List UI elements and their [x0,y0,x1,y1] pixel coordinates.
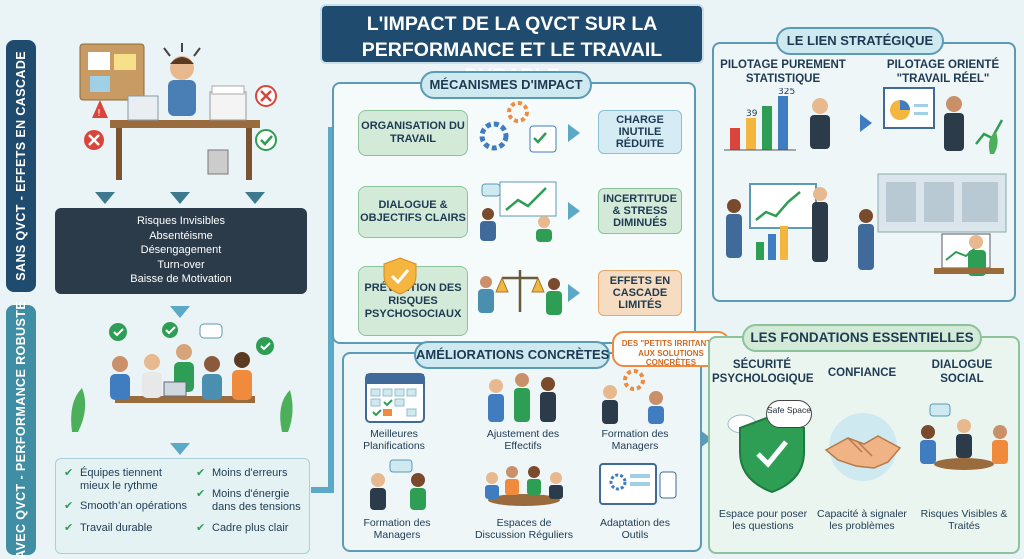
benefit-item: Cadre plus clair [196,522,306,535]
benefit-item: Moins d'erreurs [196,467,306,480]
improvements-header: AMÉLIORATIONS CONCRÈTES [414,341,610,369]
benefit-item: Smooth’an opérations [64,500,194,513]
side-band-top-label: SANS QVCT - EFFETS EN CASCADE [14,51,28,281]
arrow-right [860,114,872,132]
balance-scale-icon [478,270,562,315]
safety-shield-icon [727,414,805,494]
strategic-right-label: PILOTAGE ORIENTÉ "TRAVAIL RÉEL" [886,59,1000,85]
foundations-header: LES FONDATIONS ESSENTIELLES [742,324,982,352]
safe-space-text: Safe Space [767,405,811,415]
gears-process-icon [479,101,557,153]
arrow-down-3 [245,192,265,204]
foundation-heading: DIALOGUE SOCIAL [931,359,993,385]
mechanism-cause: DIALOGUE & OBJECTIFS CLAIRS [358,186,468,238]
mechanism-cause: ORGANISATION DU TRAVAIL [358,110,468,156]
foundation-caption: Espace pour poser les questions [718,508,808,532]
benefits-box: Équipes tiennent mieux le rythme Smooth’… [55,458,310,554]
benefit-item: Moins d'énergie dans des tensions [196,488,308,513]
handshake-icon [824,413,902,481]
dialogue-meeting-icon [480,181,557,242]
arrow-right [568,124,580,142]
side-band-top: SANS QVCT - EFFETS EN CASCADE [6,40,36,292]
social-dialogue-icon [920,403,1008,470]
improvement-label: Formation des Managers [363,517,431,541]
discussion-table-icon [485,466,563,506]
mechanism-cause: PRÉVENTION DES RISQUES PSYCHOSOCIAUX [358,266,468,336]
improvements-callout-text: DES "PETITS IRRITANTS" AUX SOLUTIONS CON… [621,339,721,367]
chart-number: 39 [746,109,758,119]
arrow-right [568,202,580,220]
improvement-label: Formation des Managers [601,428,669,452]
arrow-right [568,284,580,302]
benefit-item: Travail durable [64,522,184,535]
real-work-steering-illustration [883,87,1004,154]
risk-item: Turn-over [157,258,205,271]
field-workshop-illustration [858,173,1007,276]
risk-list-box: Risques Invisibles Absentéisme Désengage… [55,208,307,294]
improvement-label: Espaces de Discussion Réguliers [474,517,574,541]
statistical-steering-illustration: 39 325 [724,88,830,151]
mechanism-effect: EFFETS EN CASCADE LIMITÉS [598,270,682,316]
stressed-worker-illustration: ! [79,43,277,180]
risk-item: Risques Invisibles [136,215,226,227]
chart-number: 325 [778,88,795,97]
side-band-bottom: AVEC QVCT - PERFORMANCE ROBUSTE [6,301,36,559]
svg-text:!: ! [97,108,101,119]
mechanism-effect: INCERTITUDE & STRESS DIMINUÉS [598,188,682,234]
risk-item: Absentéisme [149,229,213,242]
page-title-line1: L'IMPACT DE LA QVCT SUR LA [366,13,658,35]
coaching-icon [370,459,426,510]
risk-item: Baisse de Motivation [130,273,232,285]
strategic-header: LE LIEN STRATÉGIQUE [776,27,944,55]
foundation-heading: SÉCURITÉ PSYCHOLOGIQUE [712,359,814,385]
side-band-bottom-label: AVEC QVCT - PERFORMANCE ROBUSTE [14,301,28,559]
safe-space-bubble: Safe Space [766,400,812,428]
team-collaboration-illustration [71,322,293,432]
tools-screen-icon [599,463,677,505]
foundation-caption: Capacité à signaler les problèmes [817,508,907,532]
mechanism-effect: CHARGE INUTILE RÉDUITE [598,110,682,154]
risk-item: Désengagement [140,244,222,256]
manager-training-icon [602,369,664,424]
strategic-left-label: PILOTAGE PUREMENT STATISTIQUE [720,59,846,85]
calendar-icon [365,373,425,423]
foundation-caption: Risques Visibles & Traités [920,508,1008,532]
team-analysis-illustration [726,183,828,262]
improvement-label: Ajustement des Effectifs [486,428,560,452]
team-staffing-icon [488,373,556,422]
foundation-heading: CONFIANCE [827,367,897,379]
mechanisms-header: MÉCANISMES D'IMPACT [420,71,592,99]
benefit-item: Équipes tiennent mieux le rythme [64,467,184,492]
improvement-label: Adaptation des Outils [599,517,671,541]
page-title: L'IMPACT DE LA QVCT SUR LA PERFORMANCE E… [320,4,704,87]
arrow-down-to-team [170,306,190,318]
arrow-down-to-benefits [170,443,190,455]
improvement-label: Meilleures Planifications [363,428,425,452]
prevention-shield-icon [383,257,417,295]
arrow-down-1 [95,192,115,204]
arrow-down-2 [170,192,190,204]
